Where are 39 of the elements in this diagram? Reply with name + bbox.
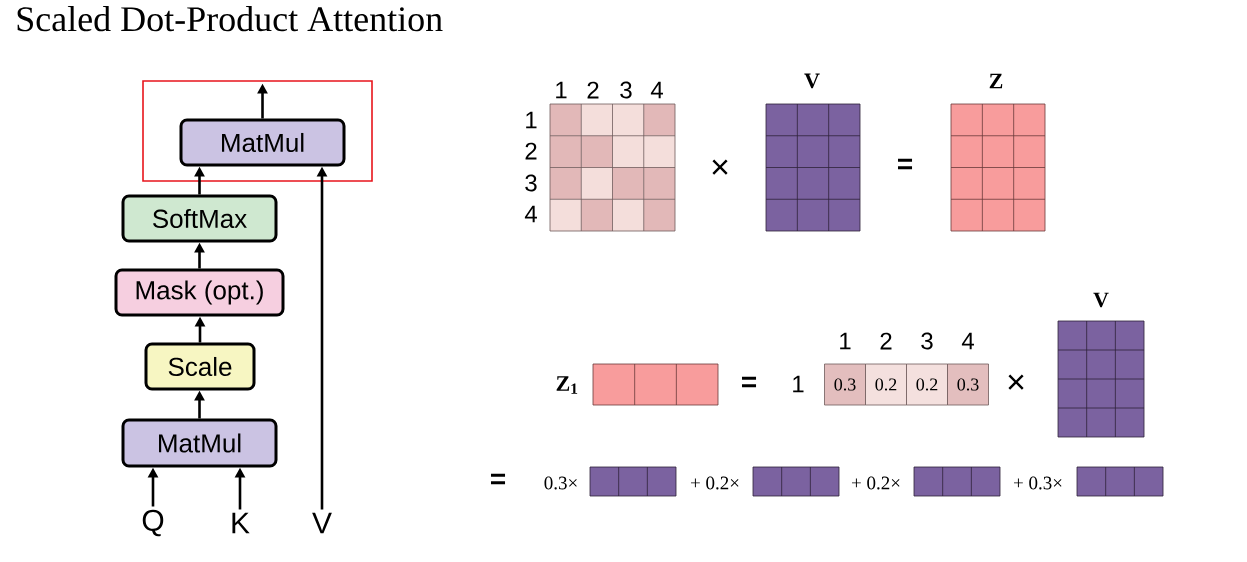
- column-number: 1: [556, 81, 567, 99]
- coefficient: 0.3×: [544, 476, 577, 490]
- column-number: 4: [961, 332, 974, 350]
- column-number: 4: [650, 81, 663, 99]
- matrix-label: Z: [989, 73, 1003, 89]
- coefficient: + 0.3×: [1014, 476, 1062, 490]
- row-number: 2: [525, 142, 537, 160]
- column-number: 3: [620, 81, 632, 99]
- column-number: 2: [880, 332, 892, 350]
- operator-sign: =: [742, 376, 757, 388]
- row-number: 1: [526, 111, 537, 129]
- process-box: MatMul: [179, 118, 346, 167]
- column-number: 1: [840, 332, 851, 350]
- row-number: 3: [525, 174, 537, 192]
- weight-cell: 0.2: [865, 363, 907, 406]
- title: Scaled Dot-Product Attention: [17, 6, 443, 32]
- process-box: SoftMax: [121, 194, 278, 243]
- column-number: 2: [587, 81, 599, 99]
- operator-sign: =: [491, 473, 506, 485]
- process-box: Mask (opt.): [114, 268, 285, 317]
- operator-sign: =: [898, 158, 913, 170]
- coefficient: + 0.2×: [852, 476, 900, 490]
- operator-sign: ×: [712, 159, 728, 175]
- column-number: 3: [921, 332, 933, 350]
- process-box: MatMul: [121, 418, 278, 468]
- matrix-label: V: [1093, 292, 1109, 308]
- input-label: Q: [142, 509, 164, 537]
- weight-cell: 0.2: [906, 363, 948, 406]
- matrix-label: V: [804, 73, 820, 89]
- row-number: 1: [793, 375, 804, 393]
- process-box: Scale: [144, 342, 256, 391]
- input-label: V: [312, 512, 332, 534]
- operator-sign: ×: [1008, 374, 1024, 390]
- weight-cell: 0.3: [824, 363, 866, 406]
- weight-cell: 0.3: [947, 363, 989, 406]
- matrix-label: Z$_{1}$: [556, 376, 578, 394]
- input-label: K: [232, 512, 250, 534]
- coefficient: + 0.2×: [691, 476, 739, 490]
- row-number: 4: [524, 205, 537, 223]
